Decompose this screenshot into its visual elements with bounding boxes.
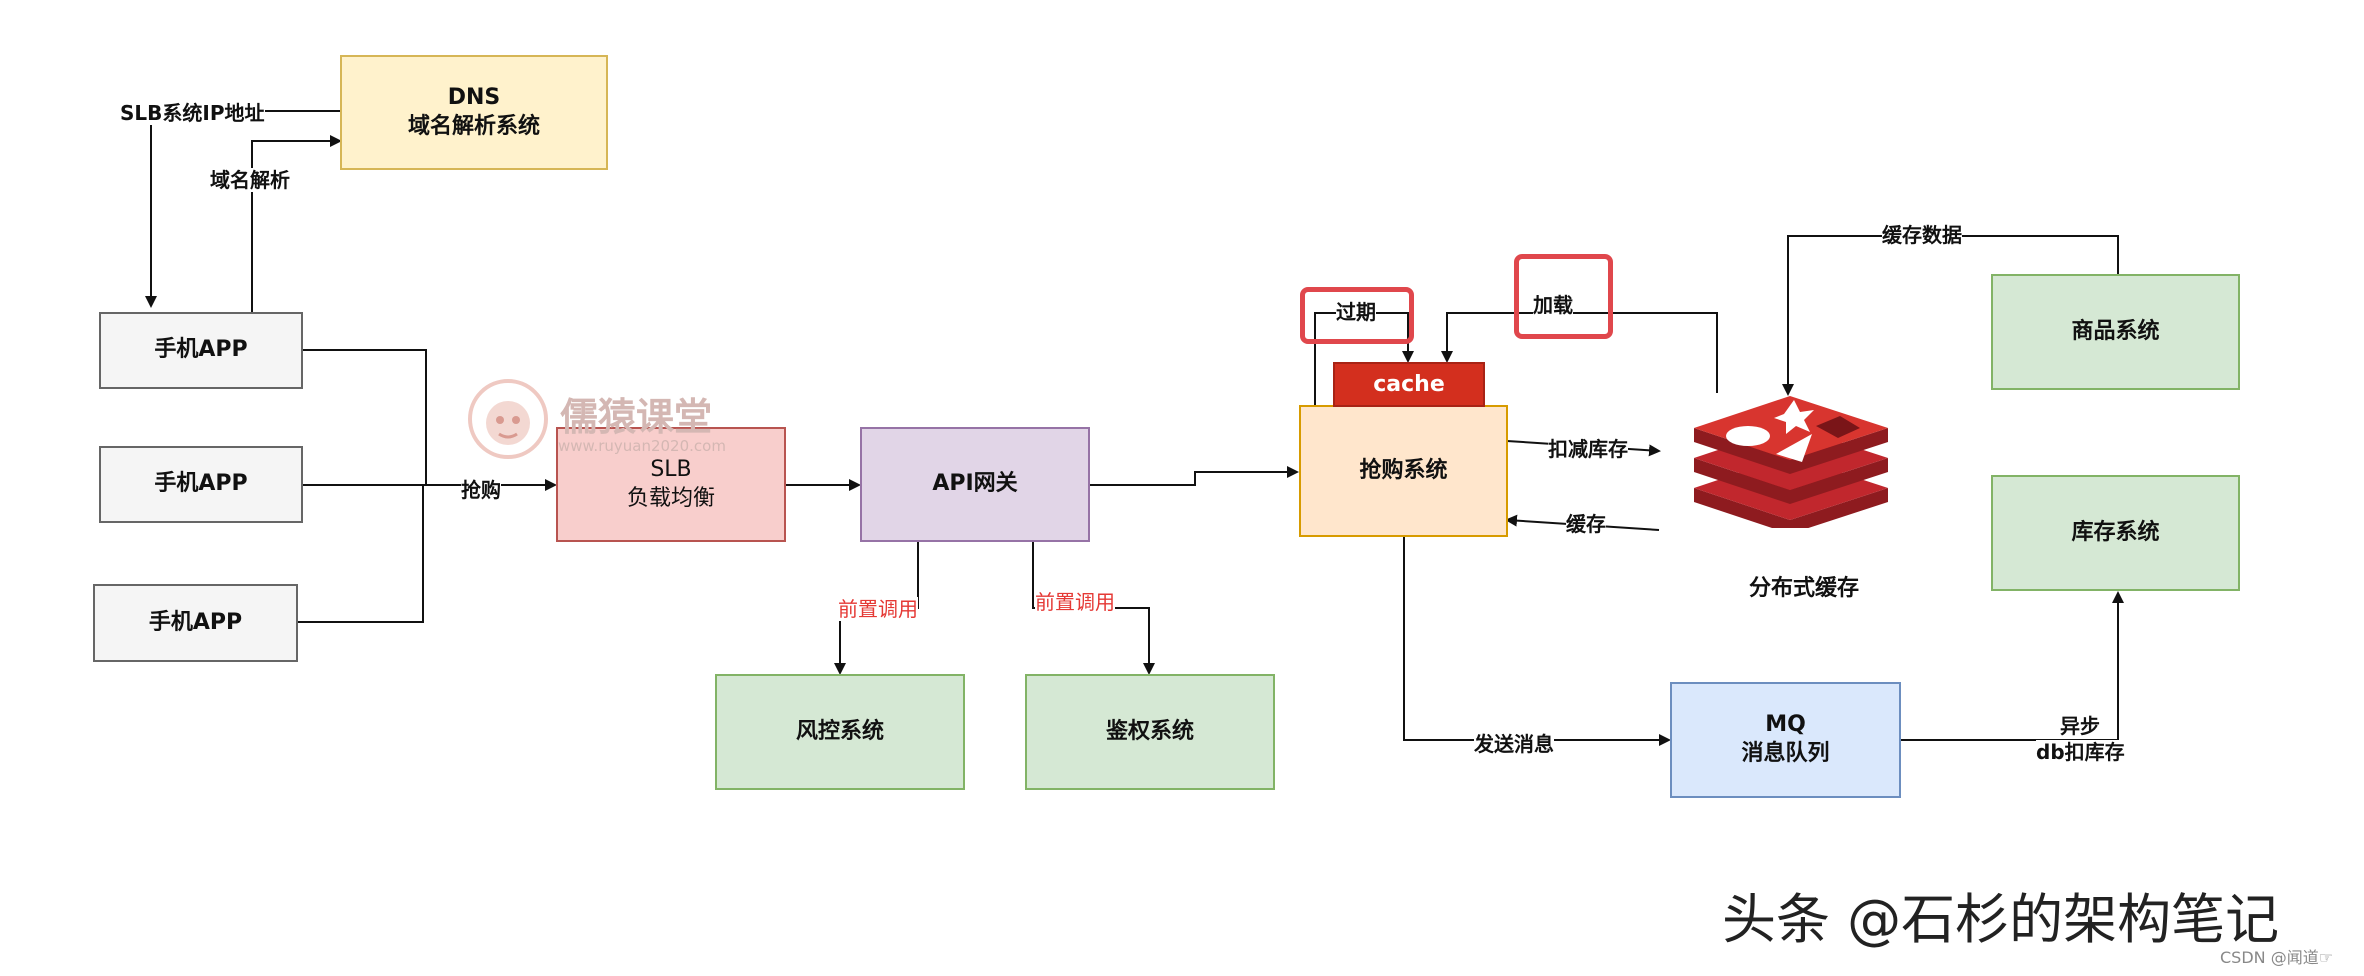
mobile-app-label: 手机APP: [154, 471, 248, 497]
edge-api-to-flash: [1089, 466, 1299, 486]
stock-system-label: 库存系统: [2071, 519, 2160, 545]
mq-title: MQ: [1765, 712, 1806, 738]
edge-load: [1441, 312, 1718, 393]
risk-control-label: 风控系统: [795, 718, 884, 744]
risk-control-node: 风控系统: [715, 674, 965, 790]
mq-node: MQ 消息队列: [1670, 682, 1901, 798]
dns-node: DNS 域名解析系统: [340, 55, 608, 170]
highlight-expire: [1300, 287, 1414, 344]
mobile-app-label: 手机APP: [154, 337, 248, 363]
api-gateway-label: API网关: [932, 471, 1018, 497]
edge-flash-to-mq: [1403, 537, 1671, 746]
mq-subtitle: 消息队列: [1741, 741, 1830, 766]
monkey-logo-icon: [468, 379, 548, 459]
dns-title: DNS: [447, 84, 501, 110]
mobile-app-label: 手机APP: [148, 609, 243, 635]
label-pre-call-auth: 前置调用: [1035, 590, 1115, 614]
auth-node: 鉴权系统: [1025, 674, 1275, 790]
label-cache: 缓存: [1566, 512, 1606, 536]
label-pre-call-risk: 前置调用: [838, 597, 918, 621]
label-load: 加载: [1533, 293, 1573, 317]
slb-subtitle: 负载均衡: [626, 485, 715, 511]
mobile-app-node-3: 手机APP: [93, 584, 298, 662]
watermark-url: www.ruyuan2020.com: [558, 437, 726, 455]
label-deduct-stock: 扣减库存: [1548, 437, 1628, 461]
csdn-credit: CSDN @闻道☞: [2220, 948, 2334, 967]
flash-sale-node: 抢购系统: [1299, 405, 1508, 537]
goods-system-node: 商品系统: [1991, 274, 2240, 390]
slb-node: SLB 负载均衡: [556, 427, 786, 542]
edge-app1-merge: [302, 349, 427, 485]
edge-app3-merge: [297, 485, 424, 623]
cache-label: cache: [1373, 372, 1445, 397]
redis-label: 分布式缓存: [1749, 576, 1860, 601]
redis-logo-icon: [1694, 396, 1888, 528]
slb-title: SLB: [650, 456, 692, 482]
footer-source: 头条 @石杉的架构笔记: [1722, 888, 2280, 951]
edge-app-to-dns: [251, 135, 342, 312]
stock-system-node: 库存系统: [1991, 475, 2240, 591]
label-cache-data: 缓存数据: [1882, 223, 1962, 247]
label-domain-resolve: 域名解析: [210, 168, 290, 192]
mobile-app-node-2: 手机APP: [99, 446, 303, 523]
api-gateway-node: API网关: [860, 427, 1090, 542]
label-expire: 过期: [1336, 300, 1376, 324]
highlight-load: [1514, 254, 1613, 339]
cache-node: cache: [1333, 362, 1485, 407]
watermark-name: 儒猿课堂: [560, 395, 713, 439]
flash-sale-label: 抢购系统: [1359, 457, 1448, 483]
label-slb-ip: SLB系统IP地址: [120, 101, 265, 125]
dns-subtitle: 域名解析系统: [407, 113, 540, 139]
label-send-message: 发送消息: [1474, 732, 1554, 756]
auth-label: 鉴权系统: [1105, 718, 1194, 744]
goods-system-label: 商品系统: [2071, 318, 2160, 344]
label-db-deduct: db扣库存: [2036, 740, 2125, 764]
label-buy: 抢购: [461, 478, 501, 502]
label-async: 异步: [2060, 714, 2100, 738]
mobile-app-node-1: 手机APP: [99, 312, 303, 389]
